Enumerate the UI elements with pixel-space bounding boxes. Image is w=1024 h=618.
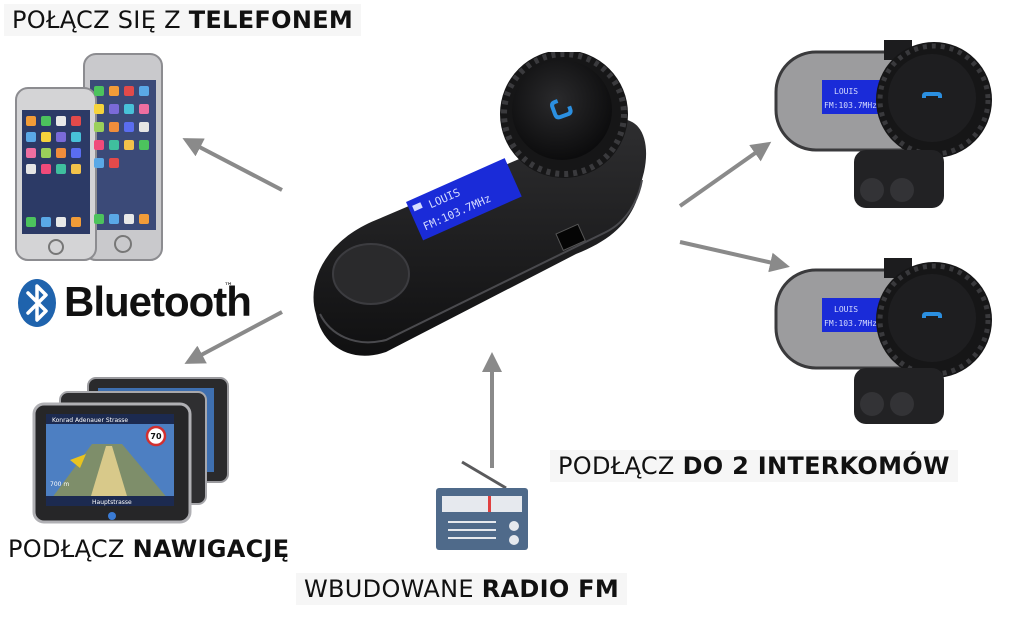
caption-radio-bold: RADIO FM: [481, 575, 620, 603]
phone-icon: [550, 99, 573, 120]
gps-speed-limit: 70: [150, 432, 162, 441]
trademark-mark: ™: [224, 282, 233, 292]
gps-street-label: Konrad Adenauer Strasse: [52, 417, 128, 424]
unit1-display-line2: FM:103.7MHz: [824, 101, 877, 110]
gps-distance: 700 m: [50, 481, 69, 488]
caption-navigation: PODŁĄCZ NAWIGACJĘ: [8, 535, 289, 563]
intercom-unit-1: LOUIS FM:103.7MHz: [774, 40, 1014, 220]
bluetooth-logo: Bluetooth ™: [16, 278, 252, 330]
arrow-to-intercom-2: [679, 240, 790, 273]
unit2-phone-icon: [922, 312, 942, 318]
bluetooth-icon: [18, 279, 56, 327]
arrow-to-phone: [182, 138, 283, 192]
unit1-display-line1: LOUIS: [834, 87, 858, 96]
caption-intercoms-bold: DO 2 INTERKOMÓW: [682, 452, 950, 480]
arrow-to-intercom-1: [678, 141, 772, 208]
intercom-unit-2: LOUIS FM:103.7MHz: [774, 258, 1014, 428]
caption-phone-bold: TELEFONEM: [188, 6, 354, 34]
caption-intercoms-normal: PODŁĄCZ: [558, 452, 683, 480]
bluetooth-wordmark: Bluetooth: [64, 278, 252, 325]
caption-radio: WBUDOWANE RADIO FM: [296, 573, 628, 605]
caption-phone: POŁĄCZ SIĘ Z TELEFONEM: [4, 4, 362, 36]
unit2-display-line2: FM:103.7MHz: [824, 319, 877, 328]
smartphones-image: [14, 52, 164, 264]
gps-destination: Hauptstrasse: [92, 499, 132, 506]
unit1-phone-icon: [922, 92, 942, 98]
caption-radio-normal: WBUDOWANE: [304, 575, 482, 603]
caption-navigation-bold: NAWIGACJĘ: [132, 535, 290, 563]
unit2-display-line1: LOUIS: [834, 305, 858, 314]
caption-intercoms: PODŁĄCZ DO 2 INTERKOMÓW: [550, 450, 958, 482]
caption-navigation-normal: PODŁĄCZ: [8, 535, 133, 563]
main-intercom-device: LOUIS FM:103.7MHz: [306, 52, 656, 364]
gps-navigation-image: Konrad Adenauer Strasse 70 700 m Hauptst…: [32, 374, 232, 524]
caption-phone-normal: POŁĄCZ SIĘ Z: [12, 6, 189, 34]
radio-icon: [434, 460, 530, 552]
